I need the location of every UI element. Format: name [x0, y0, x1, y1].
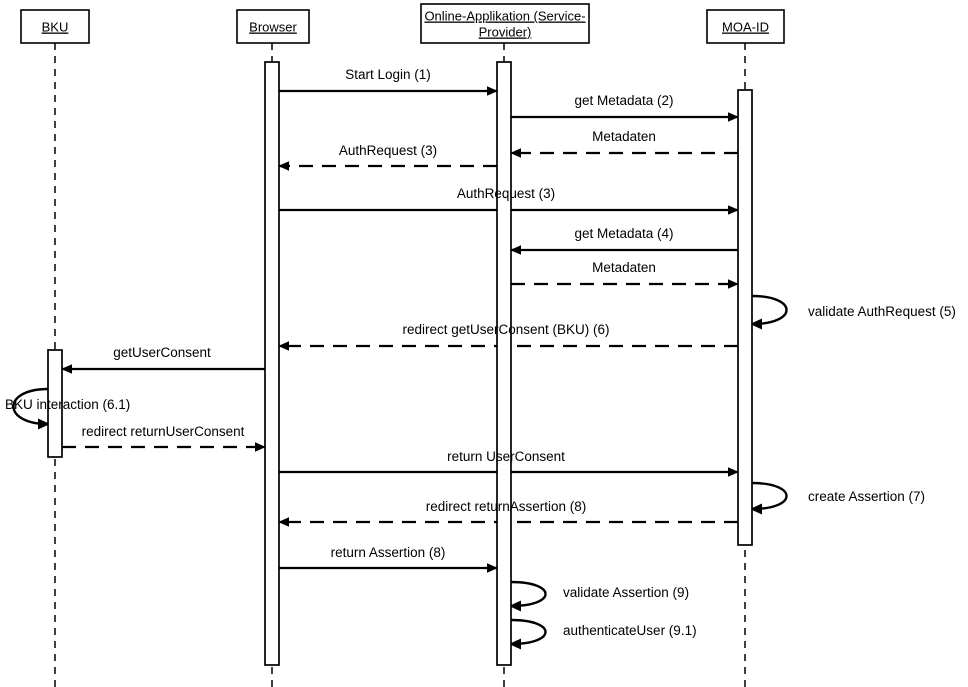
self-message-label-s2: BKU interaction (6.1) — [5, 397, 130, 412]
self-message-label-s1: validate AuthRequest (5) — [808, 304, 956, 319]
participant-box-bku — [20, 9, 90, 44]
participant-label-moaid: MOA-ID — [722, 20, 769, 35]
self-message-arrow-s5 — [509, 618, 547, 650]
message-label-m4: AuthRequest (3) — [339, 143, 437, 158]
participant-box-moaid — [706, 9, 785, 44]
participant-box-oa — [420, 3, 590, 44]
activation-bar-browser — [264, 61, 280, 666]
message-label-m1: Start Login (1) — [345, 67, 431, 82]
self-message-arrow-s3 — [750, 481, 788, 515]
message-label-m10: redirect returnUserConsent — [82, 424, 245, 439]
self-message-arrow-s1 — [750, 294, 788, 330]
activation-bar-oa — [496, 61, 512, 666]
self-message-arrow-s2 — [12, 387, 50, 430]
participant-oa[interactable]: Online-Applikation (Service-Provider) — [420, 3, 590, 44]
message-label-m7: Metadaten — [592, 260, 656, 275]
participant-label-bku: BKU — [42, 20, 69, 35]
participant-browser[interactable]: Browser — [236, 9, 310, 44]
participant-label-oa: Online-Applikation (Service- — [424, 9, 585, 24]
self-message-label-s5: authenticateUser (9.1) — [563, 623, 697, 638]
self-message-label-s4: validate Assertion (9) — [563, 585, 689, 600]
message-label-m8: redirect getUserConsent (BKU) (6) — [402, 322, 609, 337]
self-message-arrow-s4 — [509, 580, 547, 612]
activation-bar-moaid — [737, 89, 753, 546]
participant-moaid[interactable]: MOA-ID — [706, 9, 785, 44]
participant-label-oa: Provider) — [479, 25, 532, 40]
message-label-m3: Metadaten — [592, 129, 656, 144]
participant-bku[interactable]: BKU — [20, 9, 90, 44]
activation-bar-bku — [47, 349, 63, 458]
message-label-m6: get Metadata (4) — [574, 226, 673, 241]
message-label-m2: get Metadata (2) — [574, 93, 673, 108]
message-label-m13: return Assertion (8) — [331, 545, 446, 560]
participant-label-browser: Browser — [249, 20, 297, 35]
message-label-m9: getUserConsent — [113, 345, 211, 360]
messages-layer — [61, 86, 739, 573]
message-label-m5: AuthRequest (3) — [457, 186, 555, 201]
self-message-label-s3: create Assertion (7) — [808, 489, 925, 504]
participant-box-browser — [236, 9, 310, 44]
self-messages-layer — [12, 294, 788, 650]
activations-layer — [47, 61, 753, 666]
participants-layer: BKU Browser Online-Applikation (Service-Pr… — [20, 3, 785, 44]
message-label-m12: redirect returnAssertion (8) — [426, 499, 587, 514]
message-labels-layer: Start Login (1) get Metadata (2) Metadaten… — [5, 67, 956, 638]
message-label-m11: return UserConsent — [447, 449, 565, 464]
